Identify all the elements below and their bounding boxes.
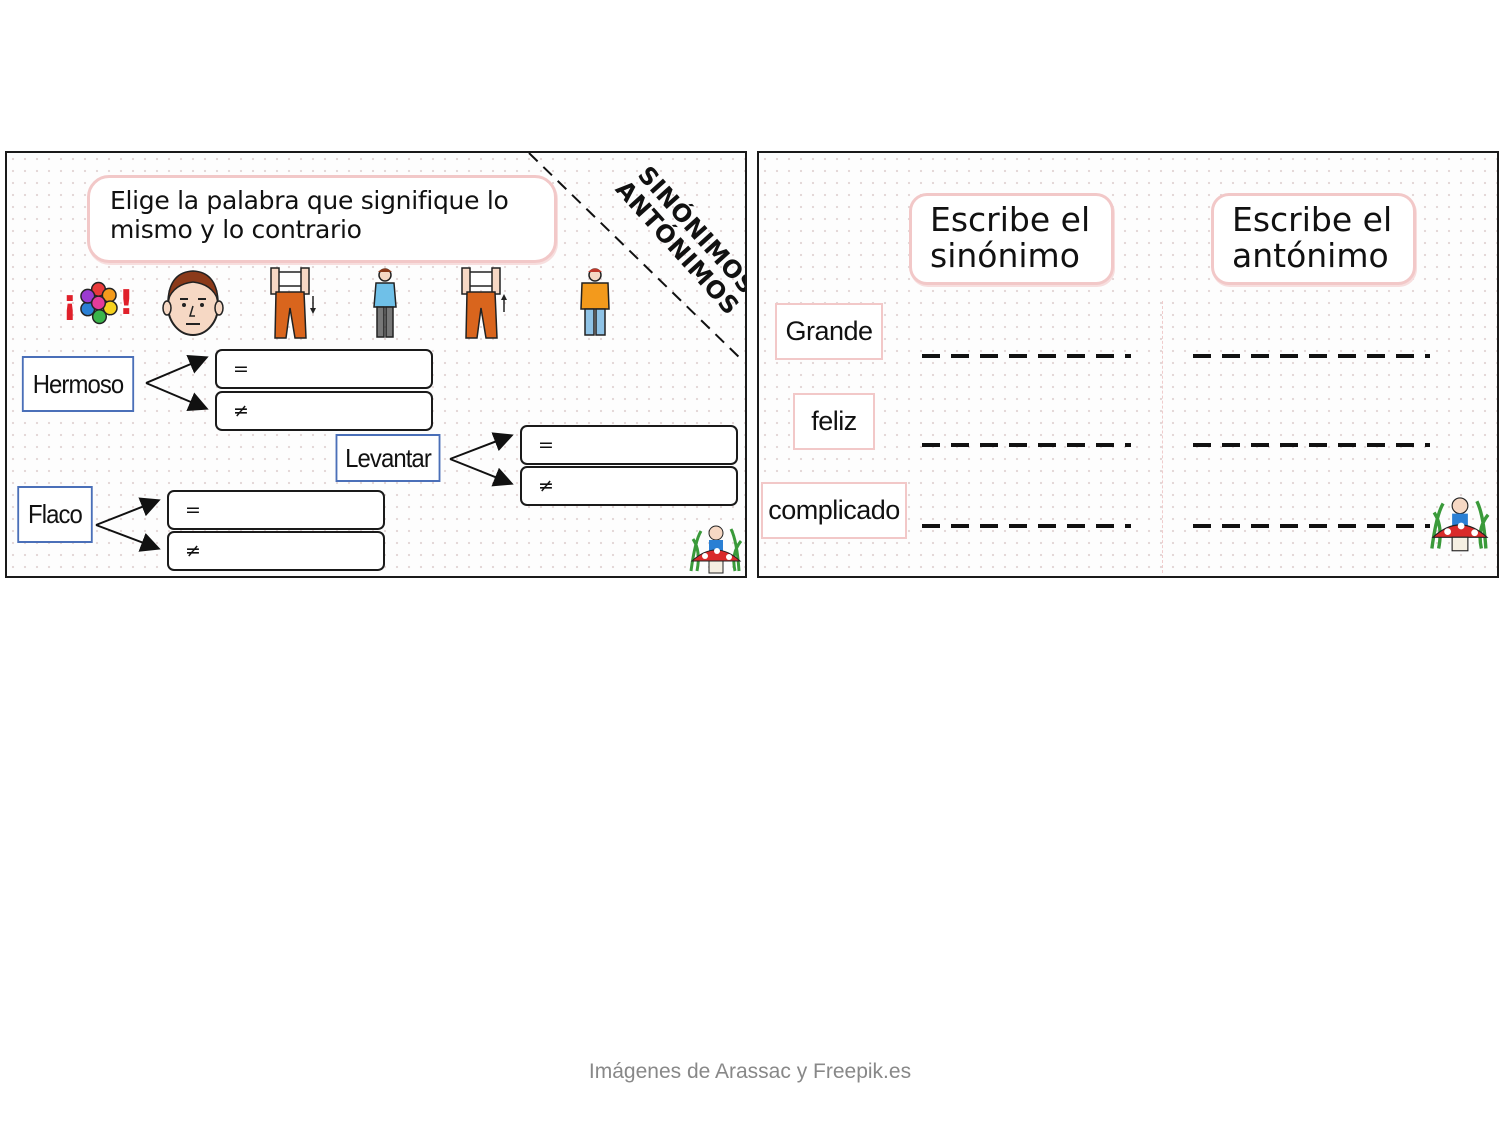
antonym-header: Escribe el antónimo [1232, 200, 1393, 275]
word-box-feliz: feliz [793, 393, 875, 450]
synonym-header-bubble: Escribe el sinónimo [909, 193, 1114, 285]
pants-up-icon [461, 267, 507, 339]
column-divider [1162, 301, 1163, 573]
pants-down-icon [270, 267, 316, 339]
face-icon [162, 270, 224, 336]
writing-card: Escribe el sinónimo Escribe el antónimo … [757, 151, 1499, 578]
word-label: Flaco [28, 499, 83, 529]
equal-sign: = [538, 434, 554, 456]
word-label: Hermoso [32, 368, 125, 399]
not-equal-sign: ≠ [185, 540, 201, 562]
antonym-answer-box[interactable]: ≠ [215, 391, 433, 431]
flower-exclaim-pictogram: ¡ ! [62, 278, 134, 328]
matching-card: Elige la palabra que signifique lo mismo… [5, 151, 747, 578]
instruction-text: Elige la palabra que signifique lo mismo… [110, 186, 509, 244]
synonym-header: Escribe el sinónimo [930, 200, 1091, 275]
equal-sign: = [233, 358, 249, 380]
word-box-levantar: Levantar [335, 434, 441, 482]
exclaim-open: ¡ [62, 283, 78, 323]
flower-icon [79, 281, 118, 325]
word-box-complicado: complicado [761, 482, 907, 539]
word-label: Grande [785, 316, 873, 346]
mushroom-logo-icon [1430, 497, 1490, 552]
equal-sign: = [185, 499, 201, 521]
instruction-bubble: Elige la palabra que signifique lo mismo… [87, 175, 557, 263]
word-label: feliz [811, 406, 857, 436]
exclaim-close: ! [118, 283, 134, 323]
word-box-hermoso: Hermoso [21, 356, 135, 412]
word-label: Levantar [345, 442, 432, 473]
synonym-answer-box[interactable]: = [215, 349, 433, 389]
antonym-answer-box[interactable]: ≠ [520, 466, 738, 506]
word-box-grande: Grande [775, 303, 883, 360]
word-label: complicado [768, 495, 900, 525]
image-credits: Imágenes de Arassac y Freepik.es [588, 1060, 912, 1083]
boy-jacket-icon [580, 268, 610, 336]
not-equal-sign: ≠ [538, 475, 554, 497]
diagonal-divider [528, 153, 743, 361]
word-box-flaco: Flaco [17, 486, 93, 543]
not-equal-sign: ≠ [233, 400, 249, 422]
synonym-answer-box[interactable]: = [520, 425, 738, 465]
synonym-answer-box[interactable]: = [167, 490, 385, 530]
writing-lines [922, 354, 1430, 528]
antonym-header-bubble: Escribe el antónimo [1211, 193, 1416, 285]
matching-arrows [95, 355, 514, 552]
antonym-answer-box[interactable]: ≠ [167, 531, 385, 571]
boy-standing-icon [373, 268, 397, 338]
mushroom-logo-icon [689, 525, 743, 574]
